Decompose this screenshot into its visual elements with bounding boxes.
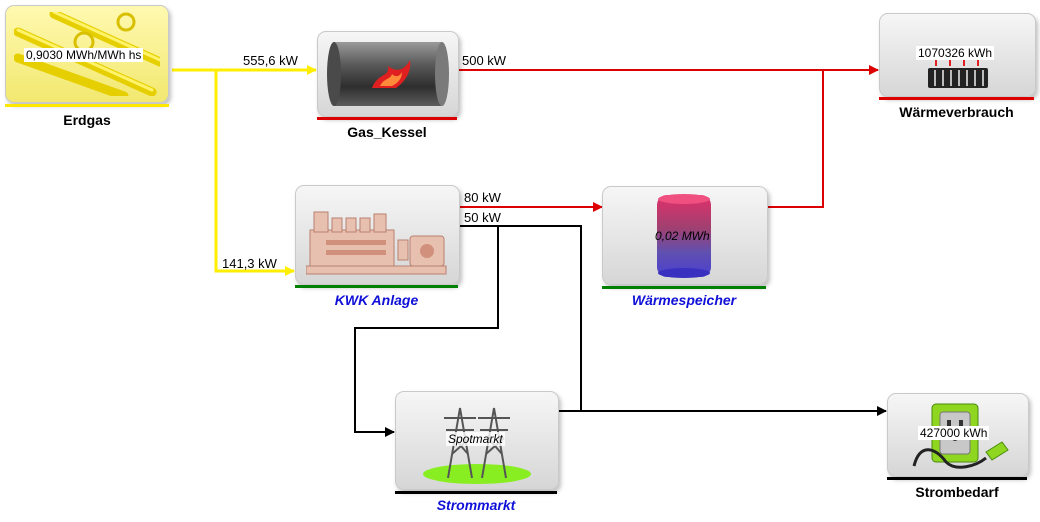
gas-kessel-underline: [317, 117, 457, 120]
erdgas-underline: [5, 104, 169, 107]
waermespeicher-value: 0,02 MWh: [655, 229, 710, 243]
kwk-anlage-title: KWK Anlage: [334, 292, 419, 308]
power-line-kwk-to-strombedarf: [458, 225, 887, 416]
erdgas-title: Erdgas: [63, 112, 111, 128]
gas-line-to-kwk: [214, 70, 295, 276]
flow-label-erdgas-to-kwk: 141,3 kW: [222, 256, 277, 271]
heat-line-speicher-to-verbrauch: [767, 70, 824, 208]
erdgas-value: 0,9030 MWh/MWh hs: [24, 48, 144, 62]
flow-label-kwk-heat: 80 kW: [464, 190, 501, 205]
waermespeicher-underline: [602, 286, 766, 289]
strommarkt-title: Strommarkt: [436, 497, 516, 513]
flow-label-kessel-to-verbrauch: 500 kW: [462, 53, 507, 68]
strombedarf-underline: [887, 477, 1027, 480]
strombedarf-title: Strombedarf: [915, 484, 999, 500]
waermespeicher-node[interactable]: 0,02 MWh: [602, 186, 768, 285]
waermeverbrauch-value: 1070326 kWh: [916, 46, 995, 60]
power-pylon-icon: [423, 407, 531, 484]
strommarkt-underline: [395, 491, 557, 494]
strombedarf-node[interactable]: 427000 kWh: [887, 393, 1029, 477]
flow-label-kwk-power: 50 kW: [464, 210, 501, 225]
radiator-icon: [928, 56, 988, 88]
flow-label-erdgas-to-kessel: 555,6 kW: [243, 53, 298, 68]
erdgas-node[interactable]: 0,9030 MWh/MWh hs: [5, 5, 169, 103]
gas-kessel-title: Gas_Kessel: [347, 124, 427, 140]
power-line-kwk-to-strommarkt: [354, 226, 499, 437]
waermespeicher-title: Wärmespeicher: [631, 292, 737, 308]
waermeverbrauch-underline: [879, 97, 1034, 100]
boiler-flame-icon: [327, 42, 449, 106]
kwk-anlage-underline: [295, 285, 458, 288]
waermeverbrauch-title: Wärmeverbrauch: [899, 104, 1014, 120]
heat-storage-tank-icon: [657, 194, 711, 278]
kwk-anlage-node[interactable]: [295, 185, 460, 285]
strommarkt-value: Spotmarkt: [446, 432, 505, 446]
strombedarf-value: 427000 kWh: [918, 426, 990, 440]
gas-kessel-node[interactable]: [317, 31, 459, 117]
waermeverbrauch-node[interactable]: 1070326 kWh: [879, 13, 1036, 97]
strommarkt-node[interactable]: Spotmarkt: [395, 391, 559, 490]
chp-engine-icon: [306, 211, 447, 275]
